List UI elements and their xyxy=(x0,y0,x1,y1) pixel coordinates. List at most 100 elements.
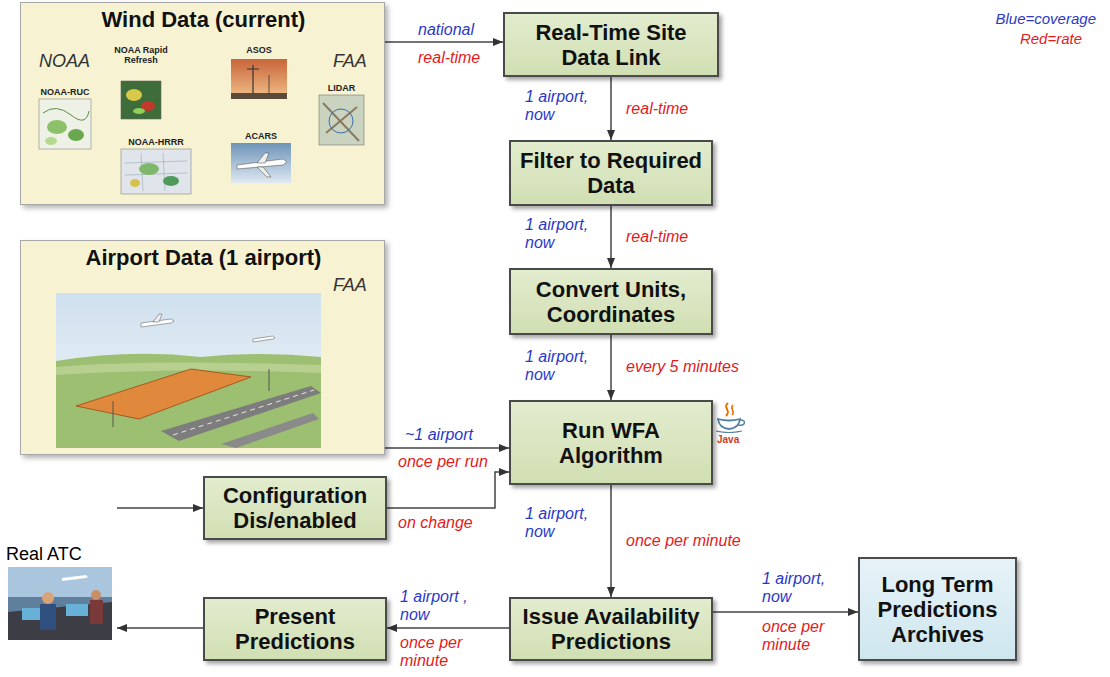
illustration-circle xyxy=(329,109,353,133)
illustration-rect xyxy=(231,143,291,183)
legend-text: Blue=coverage xyxy=(996,10,1097,28)
illustration-ellipse xyxy=(68,129,84,141)
illustration-rect xyxy=(319,95,364,145)
illustration-ellipse xyxy=(45,137,57,145)
illustration-line xyxy=(113,401,114,427)
panel-text: NOAA Rapid Refresh xyxy=(111,45,171,65)
illustration-rect xyxy=(66,604,88,616)
process-box: Present Predictions xyxy=(203,597,387,661)
illustration-rect xyxy=(90,600,103,624)
rate-label: real-time xyxy=(418,49,480,67)
edge-label: 1 airport, now xyxy=(525,216,605,252)
illustration-rect xyxy=(40,604,56,630)
connector-arrow xyxy=(610,77,612,140)
process-box: Issue Availability Predictions xyxy=(509,597,713,661)
illustration-polygon xyxy=(161,386,321,441)
illustration-circle xyxy=(42,592,54,604)
box-label: Real-Time Site Data Link xyxy=(511,20,711,70)
illustration-rect xyxy=(231,59,287,99)
archive-box: Long Term Predictions Archives xyxy=(858,557,1017,661)
illustration-ellipse xyxy=(47,120,67,134)
panel-text: NOAA xyxy=(39,51,90,72)
illustration-line xyxy=(173,390,314,435)
data-source-panel: Airport Data (1 airport) FAA xyxy=(20,240,385,455)
panel-text: LIDAR xyxy=(313,83,370,93)
connector-arrow xyxy=(713,611,858,613)
rate-label: real-time xyxy=(626,228,688,246)
illustration-rect xyxy=(39,99,91,149)
rate-label: once per minute xyxy=(400,634,480,670)
box-label: Filter to Required Data xyxy=(517,148,705,198)
legend-text: Red=rate xyxy=(1020,30,1082,48)
illustration-polygon xyxy=(76,369,251,419)
edge-label: 1 airport, now xyxy=(525,88,605,124)
illustration-path xyxy=(257,153,271,177)
edge-label: national xyxy=(418,21,474,39)
panel-text: FAA xyxy=(333,275,367,296)
panel-text: NOAA-RUC xyxy=(35,87,95,97)
illustration-path xyxy=(716,431,742,433)
data-source-panel: Wind Data (current)NOAAFAANOAA Rapid Ref… xyxy=(20,2,385,205)
illustration-path xyxy=(738,420,745,425)
rate-label: real-time xyxy=(626,100,688,118)
illustration-path xyxy=(62,575,88,581)
process-box: Convert Units, Coordinates xyxy=(509,268,713,335)
box-label: Configuration Dis/enabled xyxy=(211,483,379,533)
illustration-polygon xyxy=(221,413,319,448)
illustration-path xyxy=(43,108,89,120)
box-label: Present Predictions xyxy=(211,604,379,654)
connector-arrow xyxy=(117,507,203,509)
java-logo xyxy=(712,401,748,433)
illustration-line xyxy=(269,369,270,391)
panel-text: NOAA-HRRR xyxy=(121,137,191,147)
illustration-ellipse xyxy=(163,176,179,186)
connector-arrow xyxy=(387,472,509,508)
illustration-line xyxy=(247,69,259,70)
illustration-rect xyxy=(231,93,287,99)
box-label: Issue Availability Predictions xyxy=(517,604,705,654)
rate-label: once per run xyxy=(398,453,488,471)
panel-text: ASOS xyxy=(231,45,287,55)
illustration-rect xyxy=(121,81,161,119)
illustration-path xyxy=(732,405,734,415)
panel-heading: Airport Data (1 airport) xyxy=(21,245,386,271)
panel-heading: Real ATC xyxy=(6,544,82,565)
illustration-ellipse xyxy=(126,89,142,101)
illustration-ellipse xyxy=(130,179,140,187)
rate-label: once per minute xyxy=(762,618,846,654)
edge-label: 1 airport, now xyxy=(525,348,605,384)
edge-label: 1 airport, now xyxy=(525,505,605,541)
logo-text: Java xyxy=(717,434,739,445)
illustration-ellipse xyxy=(139,163,159,175)
connector-arrow xyxy=(610,335,612,400)
connector-arrow xyxy=(385,41,503,43)
connector-arrow xyxy=(117,627,203,629)
rate-label: once per minute xyxy=(626,532,741,550)
illustration-path xyxy=(726,403,728,416)
process-box: Real-Time Site Data Link xyxy=(503,12,719,77)
panel-heading: Wind Data (current) xyxy=(21,7,386,33)
illustration-path xyxy=(718,419,740,429)
illustration-rect xyxy=(121,149,191,194)
connector-arrow xyxy=(610,206,612,268)
illustration xyxy=(21,241,386,456)
illustration-circle xyxy=(91,590,101,600)
illustration-rect xyxy=(56,293,321,448)
atc-picture: Real ATC xyxy=(2,500,117,648)
connector-arrow xyxy=(387,627,509,629)
panel-text: ACARS xyxy=(231,131,291,141)
box-label: Convert Units, Coordinates xyxy=(517,277,705,327)
illustration-rect xyxy=(8,567,112,640)
edge-label: 1 airport, now xyxy=(762,570,842,606)
illustration-path xyxy=(253,336,275,342)
illustration-path xyxy=(323,103,359,141)
process-box: Run WFA Algorithm xyxy=(509,400,713,485)
process-box: Filter to Required Data xyxy=(509,140,713,206)
process-box: Configuration Dis/enabled xyxy=(203,476,387,540)
illustration xyxy=(21,3,386,206)
illustration-path xyxy=(56,354,321,448)
box-label: Long Term Predictions Archives xyxy=(866,572,1009,647)
illustration-ellipse xyxy=(133,108,145,114)
edge-label: 1 airport , now xyxy=(400,588,480,624)
